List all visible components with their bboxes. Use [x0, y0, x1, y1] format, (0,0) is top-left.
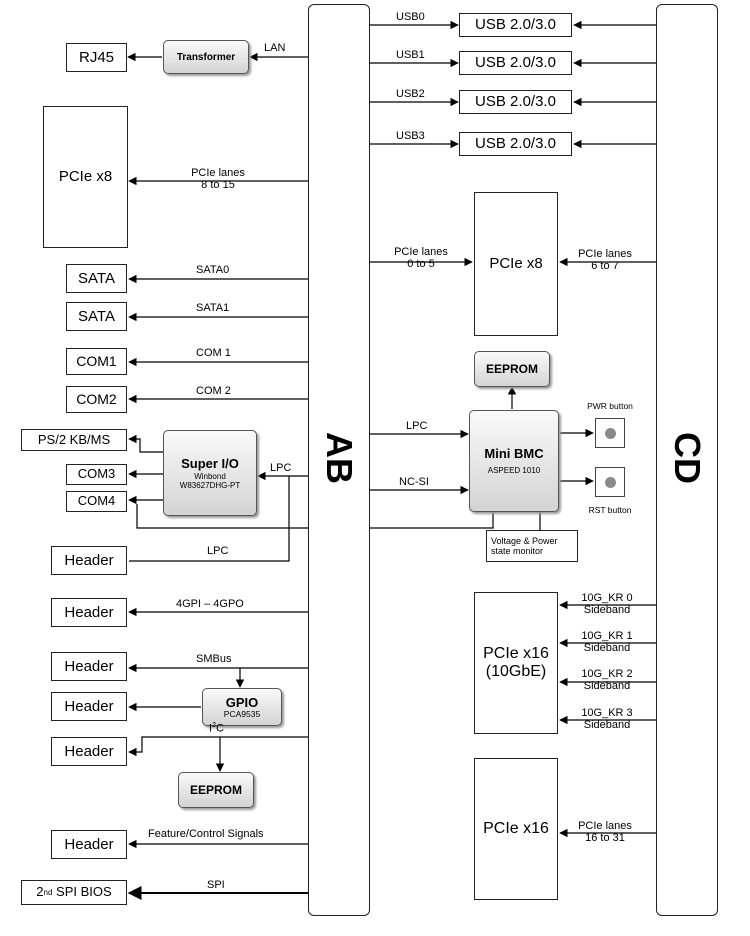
- transformer-chip: Transformer: [163, 40, 249, 74]
- rst-button-icon: [595, 467, 625, 497]
- usb0-label: USB0: [396, 11, 425, 23]
- super-io-chip: Super I/O Winbond W83627DHG-PT: [163, 430, 257, 516]
- gpio-sub: PCA9535: [223, 708, 261, 719]
- header-1: Header: [51, 546, 127, 575]
- header-6: Header: [51, 830, 127, 859]
- header-2: Header: [51, 598, 127, 627]
- lan-label: LAN: [264, 42, 286, 54]
- pcie-x16-box: PCIe x16: [474, 758, 558, 900]
- gpio-chip: GPIO PCA9535: [202, 688, 282, 726]
- com4-box: COM4: [66, 491, 127, 512]
- mini-bmc-chip: Mini BMC ASPEED 1010: [469, 410, 559, 512]
- com2-label: COM 2: [196, 385, 231, 397]
- com2-box: COM2: [66, 386, 127, 413]
- left-pcie-x8-box: PCIe x8: [43, 106, 128, 248]
- com3-box: COM3: [66, 464, 127, 485]
- sata-box-2: SATA: [66, 302, 127, 331]
- usb1-label: USB1: [396, 49, 425, 61]
- i2c-label: I2C: [209, 722, 224, 735]
- cd-bus-label: CD: [667, 432, 708, 484]
- pwr-button-icon: [595, 418, 625, 448]
- super-io-sub1: Winbond: [194, 471, 226, 481]
- usb2-box: USB 2.0/3.0: [459, 90, 572, 114]
- left-eeprom-chip: EEPROM: [178, 772, 254, 808]
- gpio-title: GPIO: [225, 694, 259, 710]
- cd-bus: [656, 4, 718, 916]
- sata0-label: SATA0: [196, 264, 230, 276]
- header-5: Header: [51, 737, 127, 766]
- bmc-eeprom-label: EEPROM: [485, 362, 538, 376]
- usb0-box: USB 2.0/3.0: [459, 13, 572, 37]
- lpc-header-label: LPC: [207, 545, 229, 557]
- ps2-box: PS/2 KB/MS: [21, 429, 127, 451]
- usb2-label: USB2: [396, 88, 425, 100]
- bmc-eeprom-chip: EEPROM: [474, 351, 550, 387]
- mini-bmc-title: Mini BMC: [484, 446, 544, 462]
- sata1-label: SATA1: [196, 302, 230, 314]
- gpio-range-label: 4GPI – 4GPO: [176, 598, 244, 610]
- middle-pcie-x8-box: PCIe x8: [474, 192, 558, 336]
- ab-bus-label: AB: [319, 432, 360, 484]
- usb3-label: USB3: [396, 130, 425, 142]
- pwr-button-label: PWR button: [587, 401, 633, 411]
- header-4: Header: [51, 692, 127, 721]
- rj45-box: RJ45: [66, 43, 127, 72]
- header-3: Header: [51, 652, 127, 681]
- bmc-lpc-label: LPC: [406, 420, 428, 432]
- lpc-superio-label: LPC: [270, 462, 292, 474]
- sata-box-1: SATA: [66, 264, 127, 293]
- com1-box: COM1: [66, 348, 127, 375]
- ab-bus: [308, 4, 370, 916]
- usb3-box: USB 2.0/3.0: [459, 132, 572, 156]
- super-io-sub2: W83627DHG-PT: [179, 480, 241, 490]
- spi-label: SPI: [207, 879, 225, 891]
- usb1-box: USB 2.0/3.0: [459, 51, 572, 75]
- ncsi-label: NC-SI: [399, 476, 429, 488]
- left-eeprom-label: EEPROM: [189, 783, 242, 797]
- rst-button-label: RST button: [588, 505, 632, 515]
- super-io-title: Super I/O: [181, 455, 239, 471]
- feature-signals-label: Feature/Control Signals: [148, 828, 264, 840]
- transformer-label: Transformer: [176, 51, 236, 63]
- com1-label: COM 1: [196, 347, 231, 359]
- pcie-x16-10gbe-box: PCIe x16(10GbE): [474, 592, 558, 734]
- smbus-label: SMBus: [196, 653, 232, 665]
- mini-bmc-sub: ASPEED 1010: [487, 466, 541, 476]
